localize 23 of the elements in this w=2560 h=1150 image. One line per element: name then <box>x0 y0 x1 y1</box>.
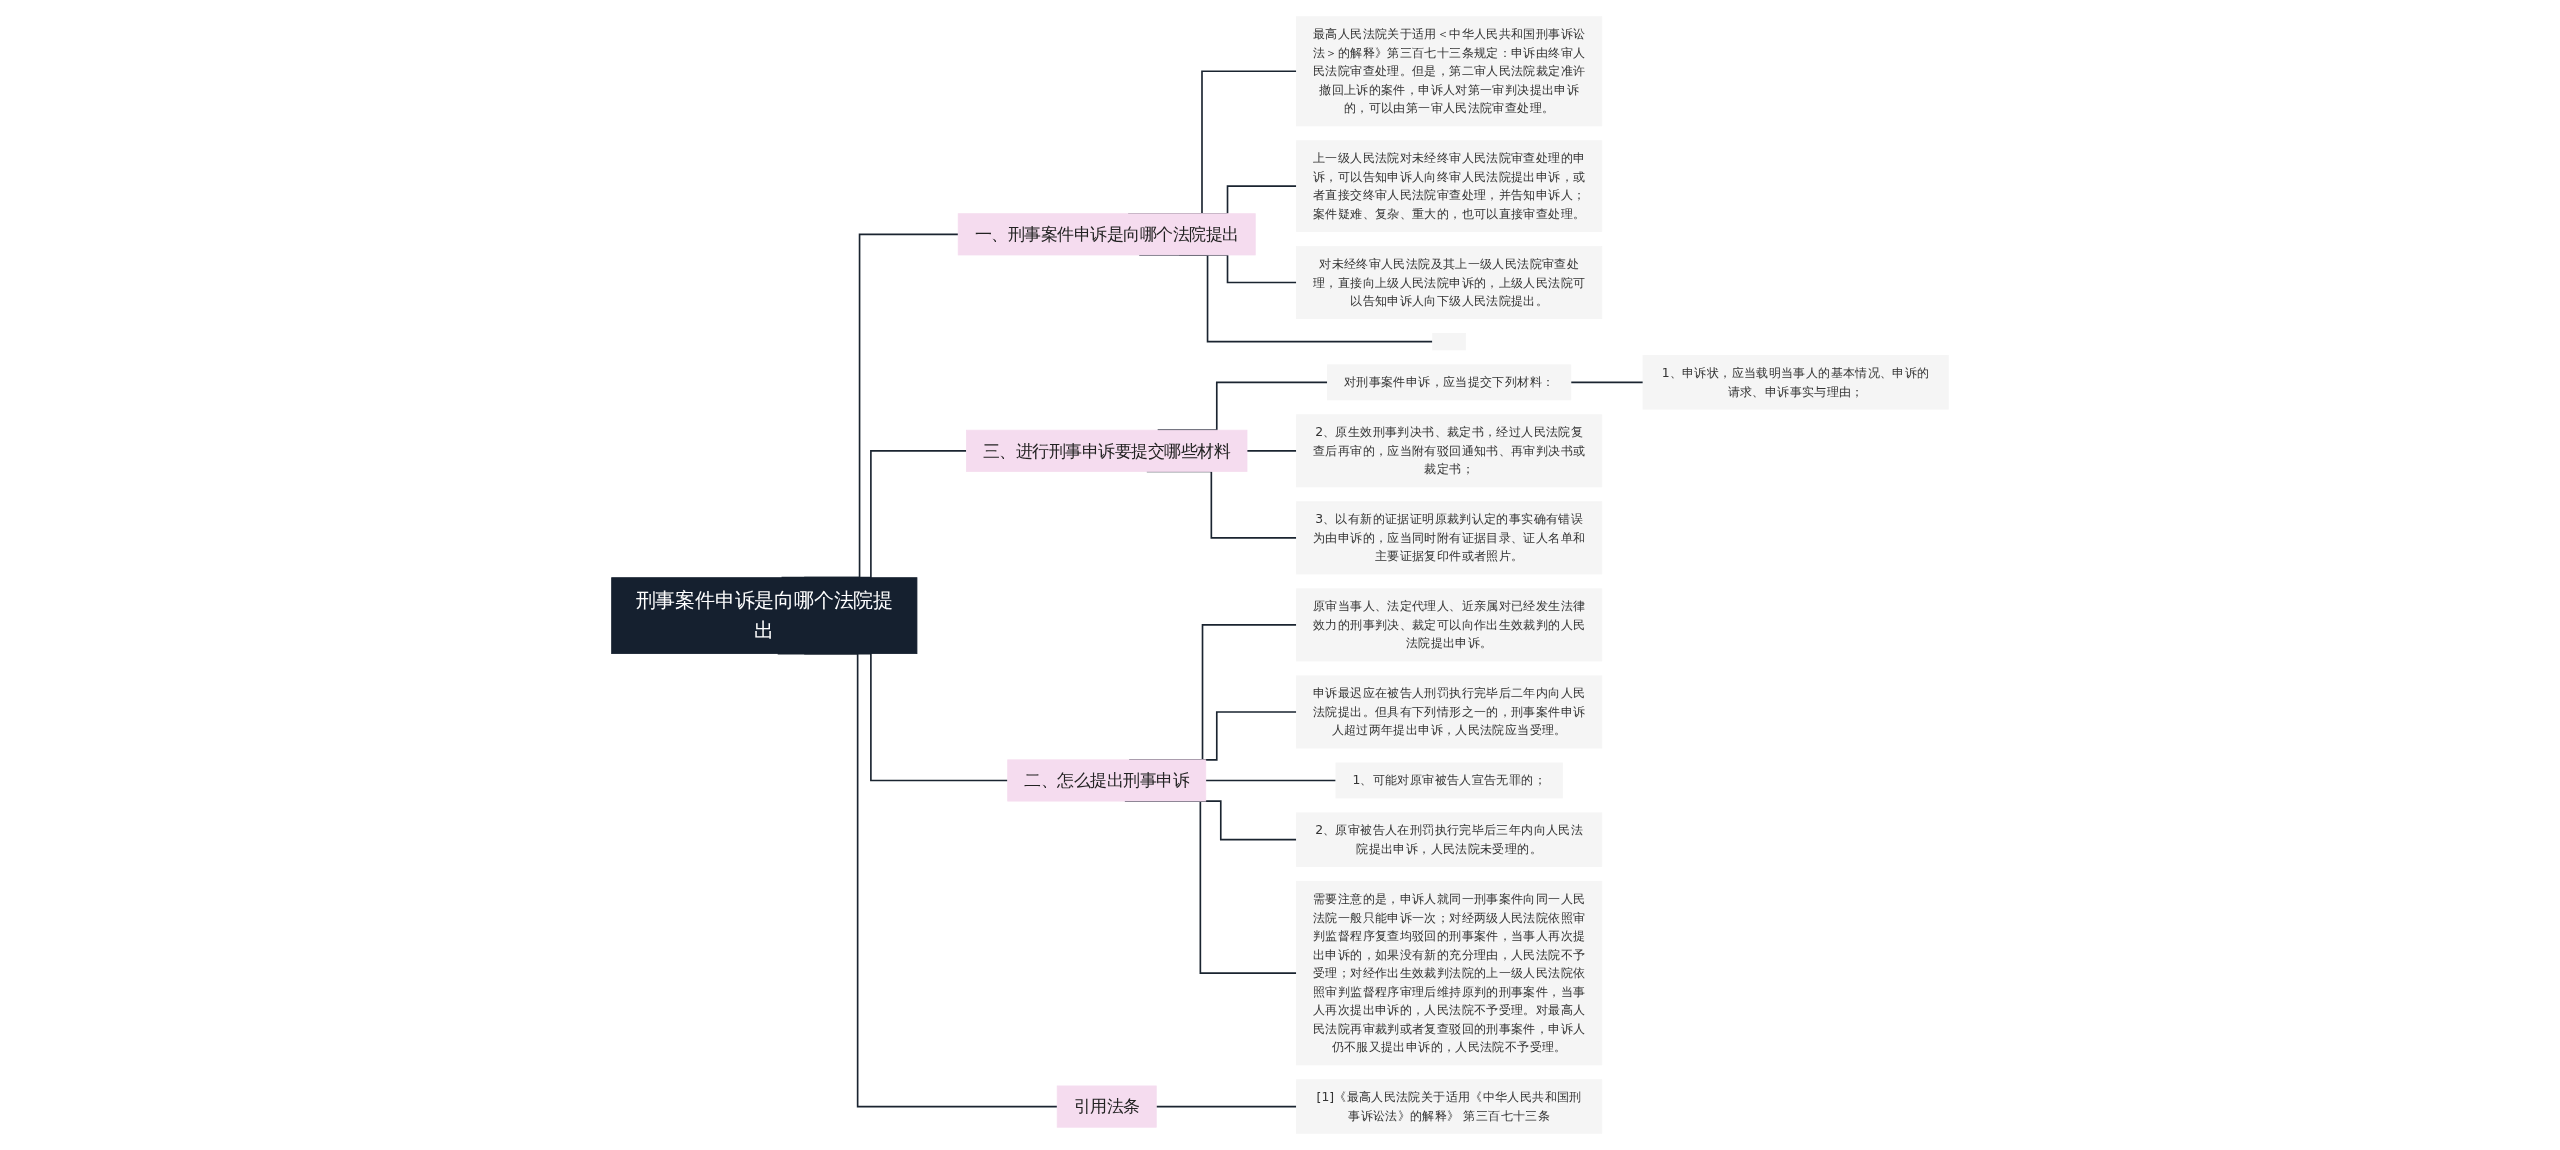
node-box: 原审当事人、法定代理人、近亲属对已经发生法律效力的刑事判决、裁定可以向作出生效裁判的人民法院提出申诉。 <box>1296 588 1603 662</box>
node-box: 1、申诉状，应当载明当事人的基本情况、申诉的请求、申诉事实与理由； <box>1642 355 1949 410</box>
connector <box>1570 381 1644 384</box>
node-box: 刑事案件申诉是向哪个法院提出 <box>611 577 918 654</box>
node-box: [1]《最高人民法院关于适用《中华人民共和国刑事诉讼法》的解释》 第三百七十三条 <box>1296 1079 1603 1134</box>
node-box: 对未经终审人民法院及其上一级人民法院审查处理，直接向上级人民法院申诉的，上级人民法院可以告知申诉人向下级人民法院提出。 <box>1296 246 1603 319</box>
node-box <box>1432 333 1467 351</box>
node-box: 申诉最迟应在被告人刑罚执行完毕后二年内向人民法院提出。但具有下列情形之一的，刑事案件申诉人超过两年提出申诉，人民法院应当受理。 <box>1296 675 1603 749</box>
node-box: 3、以有新的证据证明原裁判认定的事实确有错误为由申诉的，应当同时附有证据目录、证人名单和主要证据复印件或者照片。 <box>1296 501 1603 575</box>
node-box: 对刑事案件申诉，应当提交下列材料： <box>1327 364 1572 401</box>
node-box: 最高人民法院关于适用＜中华人民共和国刑事诉讼法＞的解释》第三百七十三条规定：申诉由终审人民法院审查处理。但是，第二审人民法院裁定准许撤回上诉的案件，申诉人对第一审判决提出申诉的，可以由第一审人民法院审查处理。 <box>1296 16 1603 127</box>
node-box: 需要注意的是，申诉人就同一刑事案件向同一人民法院一般只能申诉一次；对经两级人民法院依照审判监督程序复查均驳回的刑事案件，当事人再次提出申诉的，如果没有新的充分理由，人民法院不予受理；对经作出生效裁判法院的上一级人民法院依照审判监督程序审理后维持原判的刑事案件，当事人再次提出申诉的，人民法院不予受理。对最高人民法院再审裁判或者复查驳回的刑事案件，申诉人仍不服又提出申诉的，人民法院不予受理。 <box>1296 880 1603 1066</box>
node-box: 一、刑事案件申诉是向哪个法院提出 <box>957 213 1256 256</box>
connector <box>1246 450 1298 452</box>
connector <box>1155 1105 1298 1108</box>
node-box: 1、可能对原审被告人宣告无罪的； <box>1335 762 1563 799</box>
connector <box>1204 779 1337 782</box>
node-box: 三、进行刑事申诉要提交哪些材料 <box>966 429 1248 472</box>
node-box: 2、原生效刑事判决书、裁定书，经过人民法院复查后再审的，应当附有驳回通知书、再审判决书或裁定书； <box>1296 414 1603 488</box>
node-box: 上一级人民法院对未经终审人民法院审查处理的申诉，可以告知申诉人向终审人民法院提出申诉，或者直接交终审人民法院审查处理，并告知申诉人；案件疑难、复杂、重大的，也可以直接审查处理。 <box>1296 140 1603 232</box>
node-box: 二、怎么提出刑事申诉 <box>1007 759 1207 802</box>
node-box: 2、原审被告人在刑罚执行完毕后三年内向人民法院提出申诉，人民法院未受理的。 <box>1296 812 1603 867</box>
node-box: 引用法条 <box>1056 1085 1157 1128</box>
